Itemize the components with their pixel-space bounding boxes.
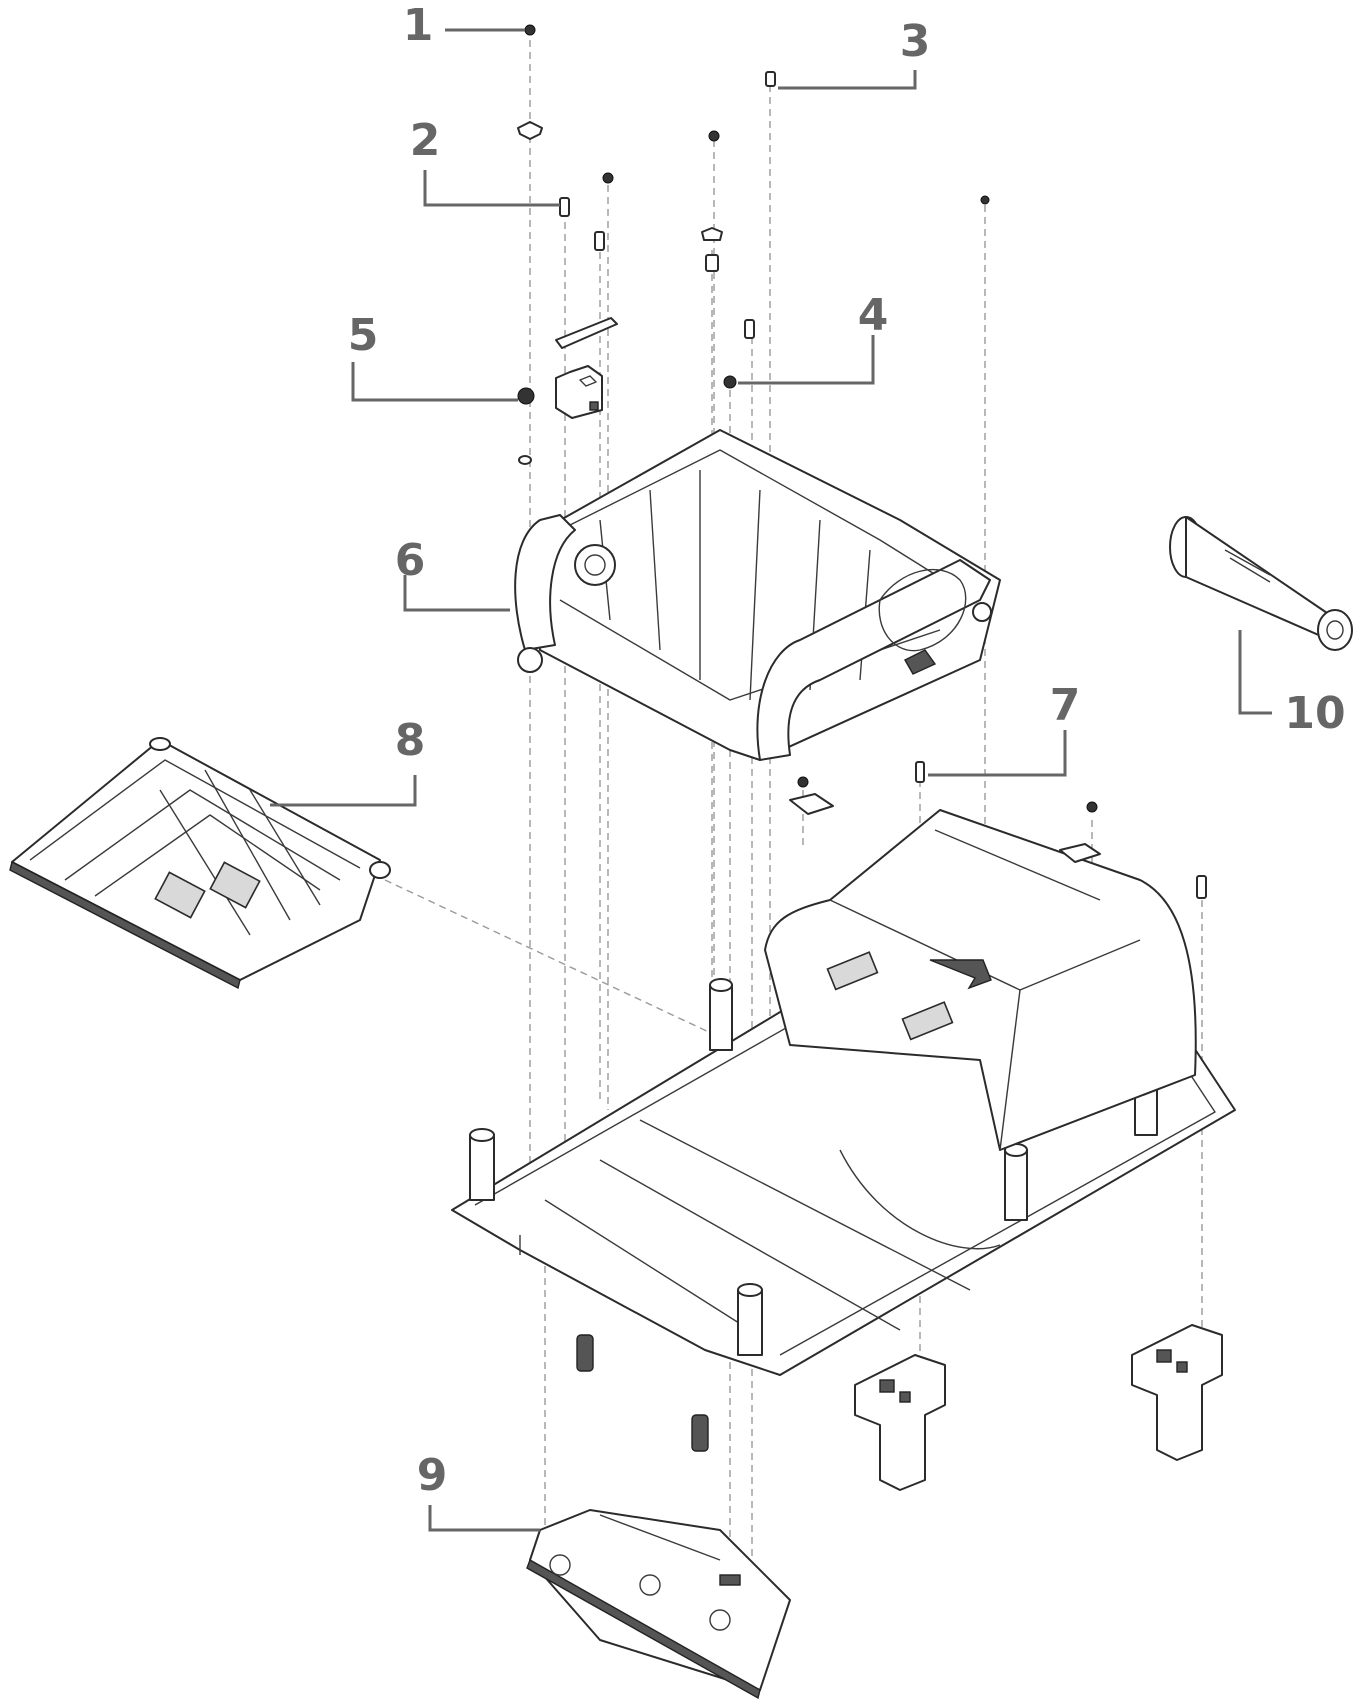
callout-3: 3 [900, 16, 931, 67]
callout-6: 6 [395, 535, 426, 586]
part-10-platen-roller [1169, 516, 1353, 651]
screws-top [517, 24, 990, 465]
part-8-media-tray [9, 737, 391, 990]
callout-8: 8 [395, 715, 426, 766]
base-chassis [451, 809, 1236, 1376]
callout-labels: 1 2 3 4 5 6 7 8 9 10 [348, 0, 1346, 1501]
sensor-modules [854, 1324, 1223, 1491]
springs [576, 1334, 709, 1452]
part-7-clips [789, 761, 1207, 899]
callout-7: 7 [1050, 680, 1081, 731]
bracket-parts [555, 317, 618, 419]
leader-lines [270, 28, 1272, 1532]
callout-4: 4 [858, 290, 889, 341]
callout-5: 5 [348, 310, 379, 361]
callout-9: 9 [417, 1450, 448, 1501]
callout-2: 2 [410, 115, 441, 166]
part-6-top-frame [514, 429, 1001, 761]
callout-10: 10 [1284, 688, 1345, 739]
callout-1: 1 [403, 0, 434, 51]
part-9-printhead [526, 1509, 791, 1700]
